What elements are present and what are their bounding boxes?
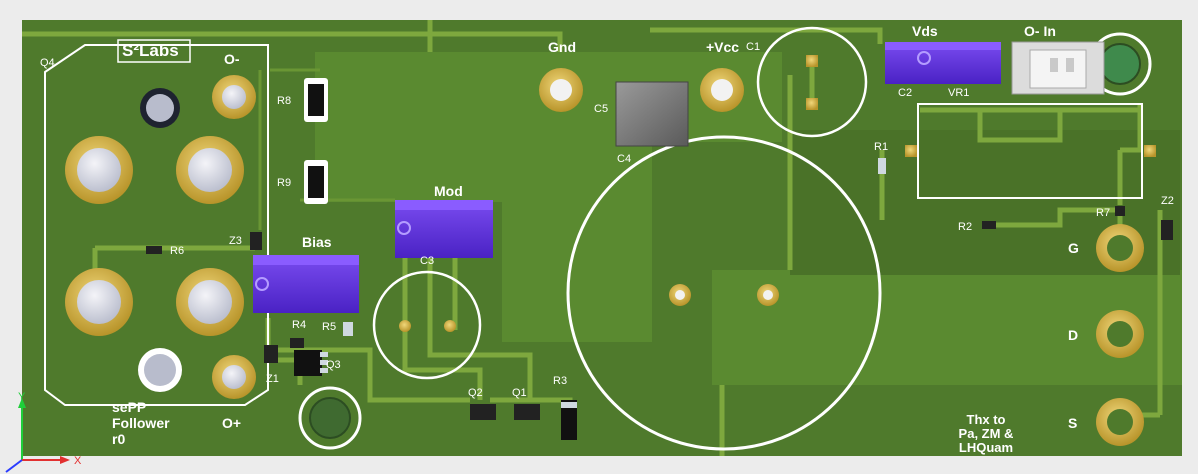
q4-outline	[44, 44, 269, 406]
refdes-r5: R5	[322, 321, 336, 333]
refdes-q1: Q1	[512, 387, 527, 399]
refdes-c2: C2	[898, 87, 912, 99]
q2-transistor	[470, 404, 496, 420]
thanks-line-3: LHQuam	[959, 440, 1013, 455]
smd-components	[146, 145, 1173, 440]
refdes-c1: C1	[746, 41, 760, 53]
title-line-2: Follower	[112, 415, 170, 431]
label-o-plus: O+	[222, 415, 241, 431]
vr1-outline	[917, 103, 1143, 199]
mount-hole-right	[1099, 43, 1141, 85]
brand-logo: S²Labs	[122, 41, 179, 60]
refdes-r7: R7	[1096, 207, 1110, 219]
c1-outline	[756, 26, 868, 138]
refdes-z2: Z2	[1161, 195, 1174, 207]
mount-hole-left	[309, 397, 351, 439]
r3-resistor	[561, 400, 577, 440]
title-line-3: r0	[112, 431, 125, 447]
xyz-axis-triad-icon: Y X	[5, 391, 82, 473]
mod-trimpot	[395, 200, 493, 258]
o-minus-in-connector	[1011, 41, 1105, 95]
refdes-q3: Q3	[326, 359, 341, 371]
vds-trimpot	[885, 42, 1001, 84]
refdes-q4: Q4	[40, 57, 55, 69]
label-bias: Bias	[302, 234, 332, 250]
c3-outline	[372, 270, 482, 380]
q4-pads	[65, 88, 244, 392]
label-d: D	[1068, 327, 1078, 343]
refdes-r8: R8	[277, 95, 291, 107]
label-vds: Vds	[912, 23, 938, 39]
q1-transistor	[514, 404, 540, 420]
label-g: G	[1068, 240, 1079, 256]
refdes-vr1: VR1	[948, 87, 969, 99]
refdes-z3: Z3	[229, 235, 242, 247]
bias-trimpot	[253, 255, 359, 313]
q3-transistor	[294, 350, 322, 376]
axis-x-label: X	[74, 455, 82, 467]
refdes-c5: C5	[594, 103, 608, 115]
refdes-r2: R2	[958, 221, 972, 233]
refdes-r3: R3	[553, 375, 567, 387]
label-o-minus-in: O- In	[1024, 23, 1056, 39]
refdes-r4: R4	[292, 319, 306, 331]
refdes-r6: R6	[170, 245, 184, 257]
refdes-z1: Z1	[266, 373, 279, 385]
thanks-line-2: Pa, ZM &	[959, 426, 1014, 441]
c4-outline	[566, 135, 882, 451]
axis-y-label: Y	[18, 391, 26, 403]
label-s: S	[1068, 415, 1077, 431]
title-line-1: sePP	[112, 399, 146, 415]
label-gnd: Gnd	[548, 39, 576, 55]
refdes-c4: C4	[617, 153, 631, 165]
refdes-c3: C3	[420, 255, 434, 267]
copper-pour-resistors	[315, 52, 505, 202]
label-vcc: +Vcc	[706, 39, 739, 55]
thanks-line-1: Thx to	[967, 412, 1006, 427]
copper-traces	[22, 20, 1163, 456]
label-mod: Mod	[434, 183, 463, 199]
label-o-minus: O-	[224, 51, 240, 67]
refdes-labels: Q4 R8 R9 C1 C2 VR1 C5 C4 R1 R2 R7 Z2 Z3 …	[40, 41, 1174, 399]
c5-capacitor	[615, 81, 689, 147]
refdes-q2: Q2	[468, 387, 483, 399]
refdes-r9: R9	[277, 177, 291, 189]
refdes-r1: R1	[874, 141, 888, 153]
mount-hole-left-ring	[298, 386, 362, 450]
silkscreen-labels: S²Labs O- O+ Gnd +Vcc Vds O- In Mod Bias…	[112, 23, 1079, 455]
